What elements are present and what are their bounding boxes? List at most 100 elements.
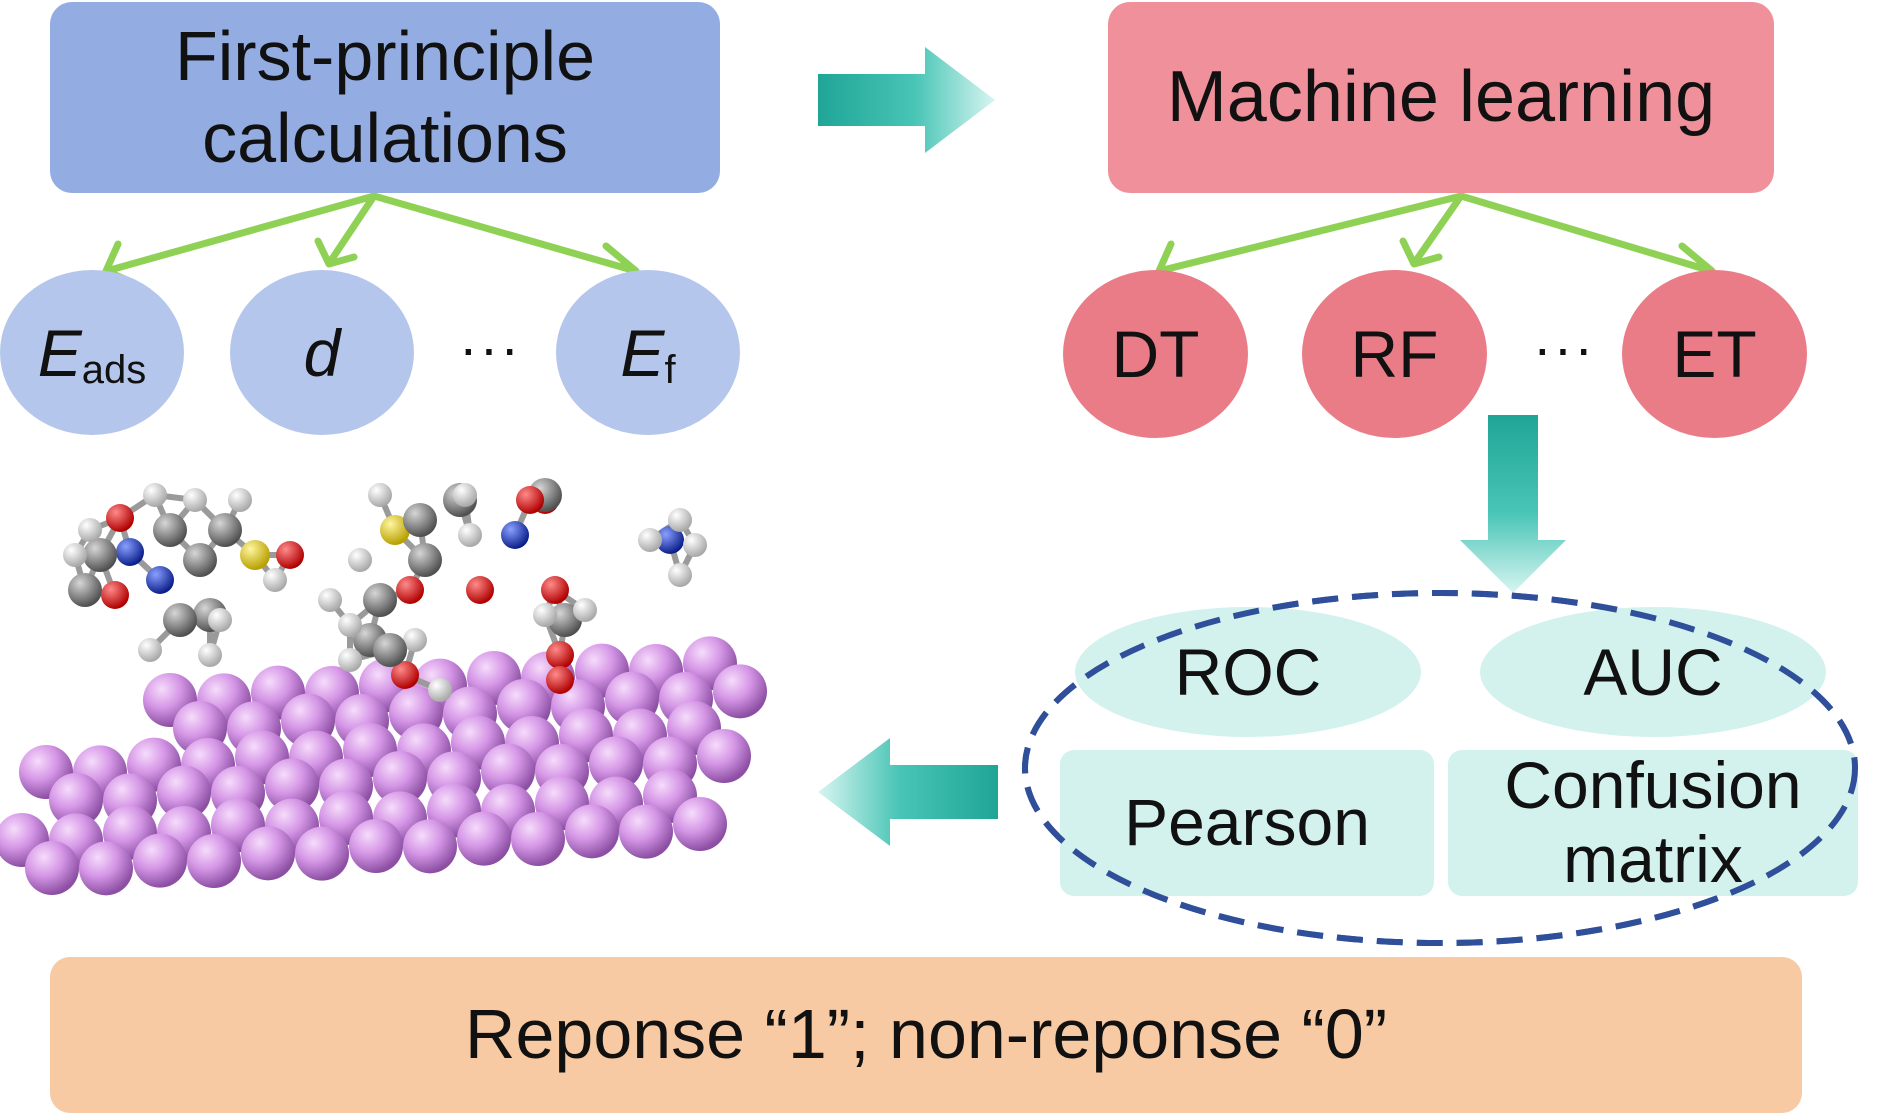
descriptor-ellipsis: ··· [440, 315, 540, 379]
slab-atom [565, 804, 619, 859]
hydrogen-atom [138, 638, 162, 662]
oxygen-atom [516, 486, 544, 514]
hydrogen-atom [208, 608, 232, 632]
response-box: Reponse “1”; non-reponse “0” [50, 957, 1802, 1113]
hydrogen-atom [183, 488, 207, 512]
metric-confusion-line1: Confusion [1504, 748, 1802, 823]
model-dt-label: DT [1111, 317, 1200, 391]
hydrogen-atom [573, 598, 597, 622]
oxygen-atom [396, 576, 424, 604]
hydrogen-atom [78, 518, 102, 542]
hydrogen-atom [453, 483, 477, 507]
model-oval-et: ET [1622, 270, 1807, 438]
descriptor-ef-sub: f [664, 348, 676, 392]
oxygen-atom [391, 661, 419, 689]
carbon-atom [163, 603, 197, 637]
oxygen-atom [541, 576, 569, 604]
metric-auc: AUC [1480, 607, 1826, 737]
slab-atom [697, 729, 751, 783]
slab-atom [241, 826, 295, 881]
slab-atom [619, 804, 673, 859]
hydrogen-atom [403, 628, 427, 652]
carbon-atom [408, 543, 442, 577]
model-rf-label: RF [1350, 317, 1439, 391]
slab-atom [79, 841, 133, 896]
sulfur-atom [380, 515, 410, 545]
hydrogen-atom [638, 528, 662, 552]
slab-atom [589, 736, 643, 791]
slab-atom [673, 797, 727, 851]
machine-learning-box: Machine learning [1108, 2, 1774, 193]
oxygen-atom [101, 581, 129, 609]
oxygen-atom [106, 504, 134, 532]
oxygen-atom [546, 641, 574, 669]
descriptor-eads-main: E [37, 315, 82, 390]
metric-auc-label: AUC [1583, 635, 1723, 709]
nitrogen-atom [501, 521, 529, 549]
flow-arrow-left [818, 738, 998, 846]
first-principle-box: First-principle calculations [50, 2, 720, 193]
slab-atom [295, 826, 349, 881]
model-et-label: ET [1672, 317, 1757, 391]
carbon-atom [373, 633, 407, 667]
metric-pearson-label: Pearson [1124, 785, 1370, 860]
tree-arrows-right [1155, 192, 1716, 290]
slab-atom [133, 833, 187, 888]
metric-pearson: Pearson [1060, 750, 1434, 896]
slab-atom [481, 743, 535, 798]
slab-atom [187, 834, 241, 888]
hydrogen-atom [338, 648, 362, 672]
hydrogen-atom [348, 548, 372, 572]
hydrogen-atom [428, 678, 452, 702]
molecular-model [0, 478, 767, 896]
descriptor-eads-sub: ads [81, 348, 147, 392]
slab-atom [403, 819, 457, 874]
carbon-atom [153, 513, 187, 547]
response-label: Reponse “1”; non-reponse “0” [464, 995, 1388, 1074]
hydrogen-atom [668, 563, 692, 587]
slab-atom [25, 841, 79, 895]
model-oval-rf: RF [1302, 270, 1487, 438]
oxygen-atom [276, 541, 304, 569]
slab-atom [265, 758, 319, 813]
flow-arrow-down [1460, 415, 1566, 593]
descriptor-d-main: d [303, 315, 341, 390]
descriptor-oval-d: d [230, 270, 414, 435]
nitrogen-atom [116, 538, 144, 566]
carbon-atom [68, 573, 102, 607]
model-ellipsis: ··· [1514, 315, 1614, 379]
hydrogen-atom [368, 483, 392, 507]
metric-confusion-line2: matrix [1563, 822, 1743, 896]
hydrogen-atom [143, 483, 167, 507]
slab-atom [457, 811, 511, 866]
hydrogen-atom [198, 643, 222, 667]
slab-atom [373, 751, 427, 805]
oxygen-atom [546, 666, 574, 694]
nitrogen-atom [656, 526, 684, 554]
metric-roc-label: ROC [1174, 635, 1322, 709]
slab-atom [349, 819, 403, 873]
machine-learning-label: Machine learning [1166, 56, 1716, 137]
oxygen-atom [466, 576, 494, 604]
hydrogen-atom [263, 568, 287, 592]
flow-arrow-right [818, 47, 995, 153]
hydrogen-atom [683, 533, 707, 557]
metric-confusion-matrix: Confusion matrix [1448, 748, 1858, 896]
first-principle-line1: First-principle [174, 17, 596, 96]
sulfur-atom [240, 540, 270, 570]
hydrogen-atom [63, 543, 87, 567]
carbon-atom [363, 583, 397, 617]
model-ellipsis-text: ··· [1533, 315, 1595, 379]
carbon-atom [83, 538, 117, 572]
descriptor-ellipsis-text: ··· [459, 315, 521, 379]
nitrogen-atom [146, 566, 174, 594]
hydrogen-atom [318, 588, 342, 612]
slab-atom [157, 765, 211, 820]
hydrogen-atom [338, 613, 362, 637]
slab-atom [511, 812, 565, 866]
carbon-atom [208, 513, 242, 547]
carbon-atom [403, 503, 437, 537]
